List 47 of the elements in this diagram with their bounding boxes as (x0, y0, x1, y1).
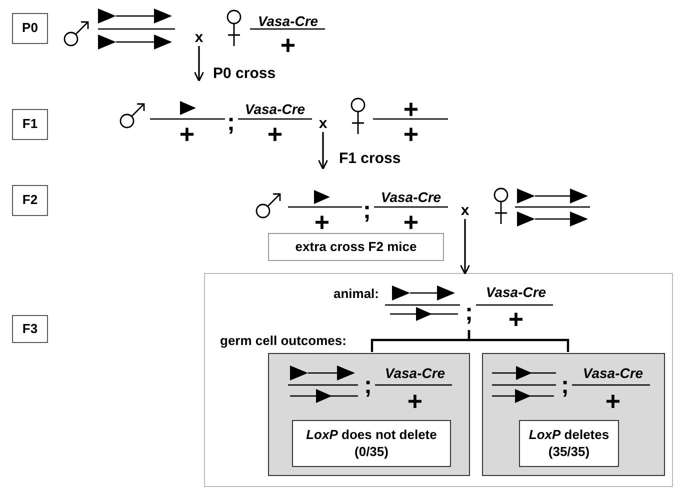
genotype-separator: ; (227, 111, 235, 135)
allele-label: + (280, 32, 296, 58)
transgene-label: Vasa-Cre (244, 102, 306, 116)
allele-label: + (403, 209, 419, 235)
arrow (460, 219, 470, 275)
allele-label: + (403, 121, 419, 147)
row-label: animal: (333, 287, 379, 300)
transgene-label: Vasa-Cre (582, 366, 644, 380)
genotype-separator: ; (363, 199, 371, 223)
note-text: extra cross F2 mice (295, 238, 417, 256)
transgene-label: Vasa-Cre (384, 366, 446, 380)
outcome-box (482, 353, 665, 476)
cross-sign: x (460, 202, 470, 220)
allele-label: + (267, 121, 283, 147)
outcome-panel (204, 273, 673, 487)
allele-label: + (605, 388, 621, 414)
transgene-label: Vasa-Cre (258, 14, 318, 28)
result-box (519, 420, 619, 467)
allele-label: + (179, 121, 195, 147)
arrow (318, 132, 328, 170)
note-box (268, 233, 444, 261)
generation-label: P0 (22, 20, 38, 37)
allele-label: + (314, 209, 330, 235)
result-box (292, 420, 451, 467)
genotype-separator: ; (364, 374, 372, 398)
allele-label: + (403, 96, 419, 122)
allele-label: + (508, 306, 524, 332)
generation-box (12, 315, 48, 343)
outcome-box (268, 353, 470, 476)
result-text: LoxP does not delete (0/35) (305, 427, 438, 460)
arrow (194, 46, 204, 82)
generation-label: F3 (22, 320, 38, 338)
result-text: LoxP deletes (35/35) (528, 427, 610, 460)
cross-sign: x (318, 114, 328, 134)
cross-sign: x (194, 28, 204, 48)
generation-box (12, 13, 48, 44)
generation-label: F2 (22, 192, 38, 209)
transgene-label: Vasa-Cre (486, 285, 546, 299)
generation-box (12, 109, 48, 140)
connector-line (468, 330, 570, 352)
allele-label: + (407, 388, 423, 414)
generation-box (12, 185, 48, 216)
transgene-label: Vasa-Cre (380, 190, 442, 204)
genotype-separator: ; (561, 374, 569, 398)
genotype-separator: ; (465, 301, 473, 325)
generation-label: F1 (22, 116, 38, 133)
row-label: germ cell outcomes: (220, 334, 346, 347)
